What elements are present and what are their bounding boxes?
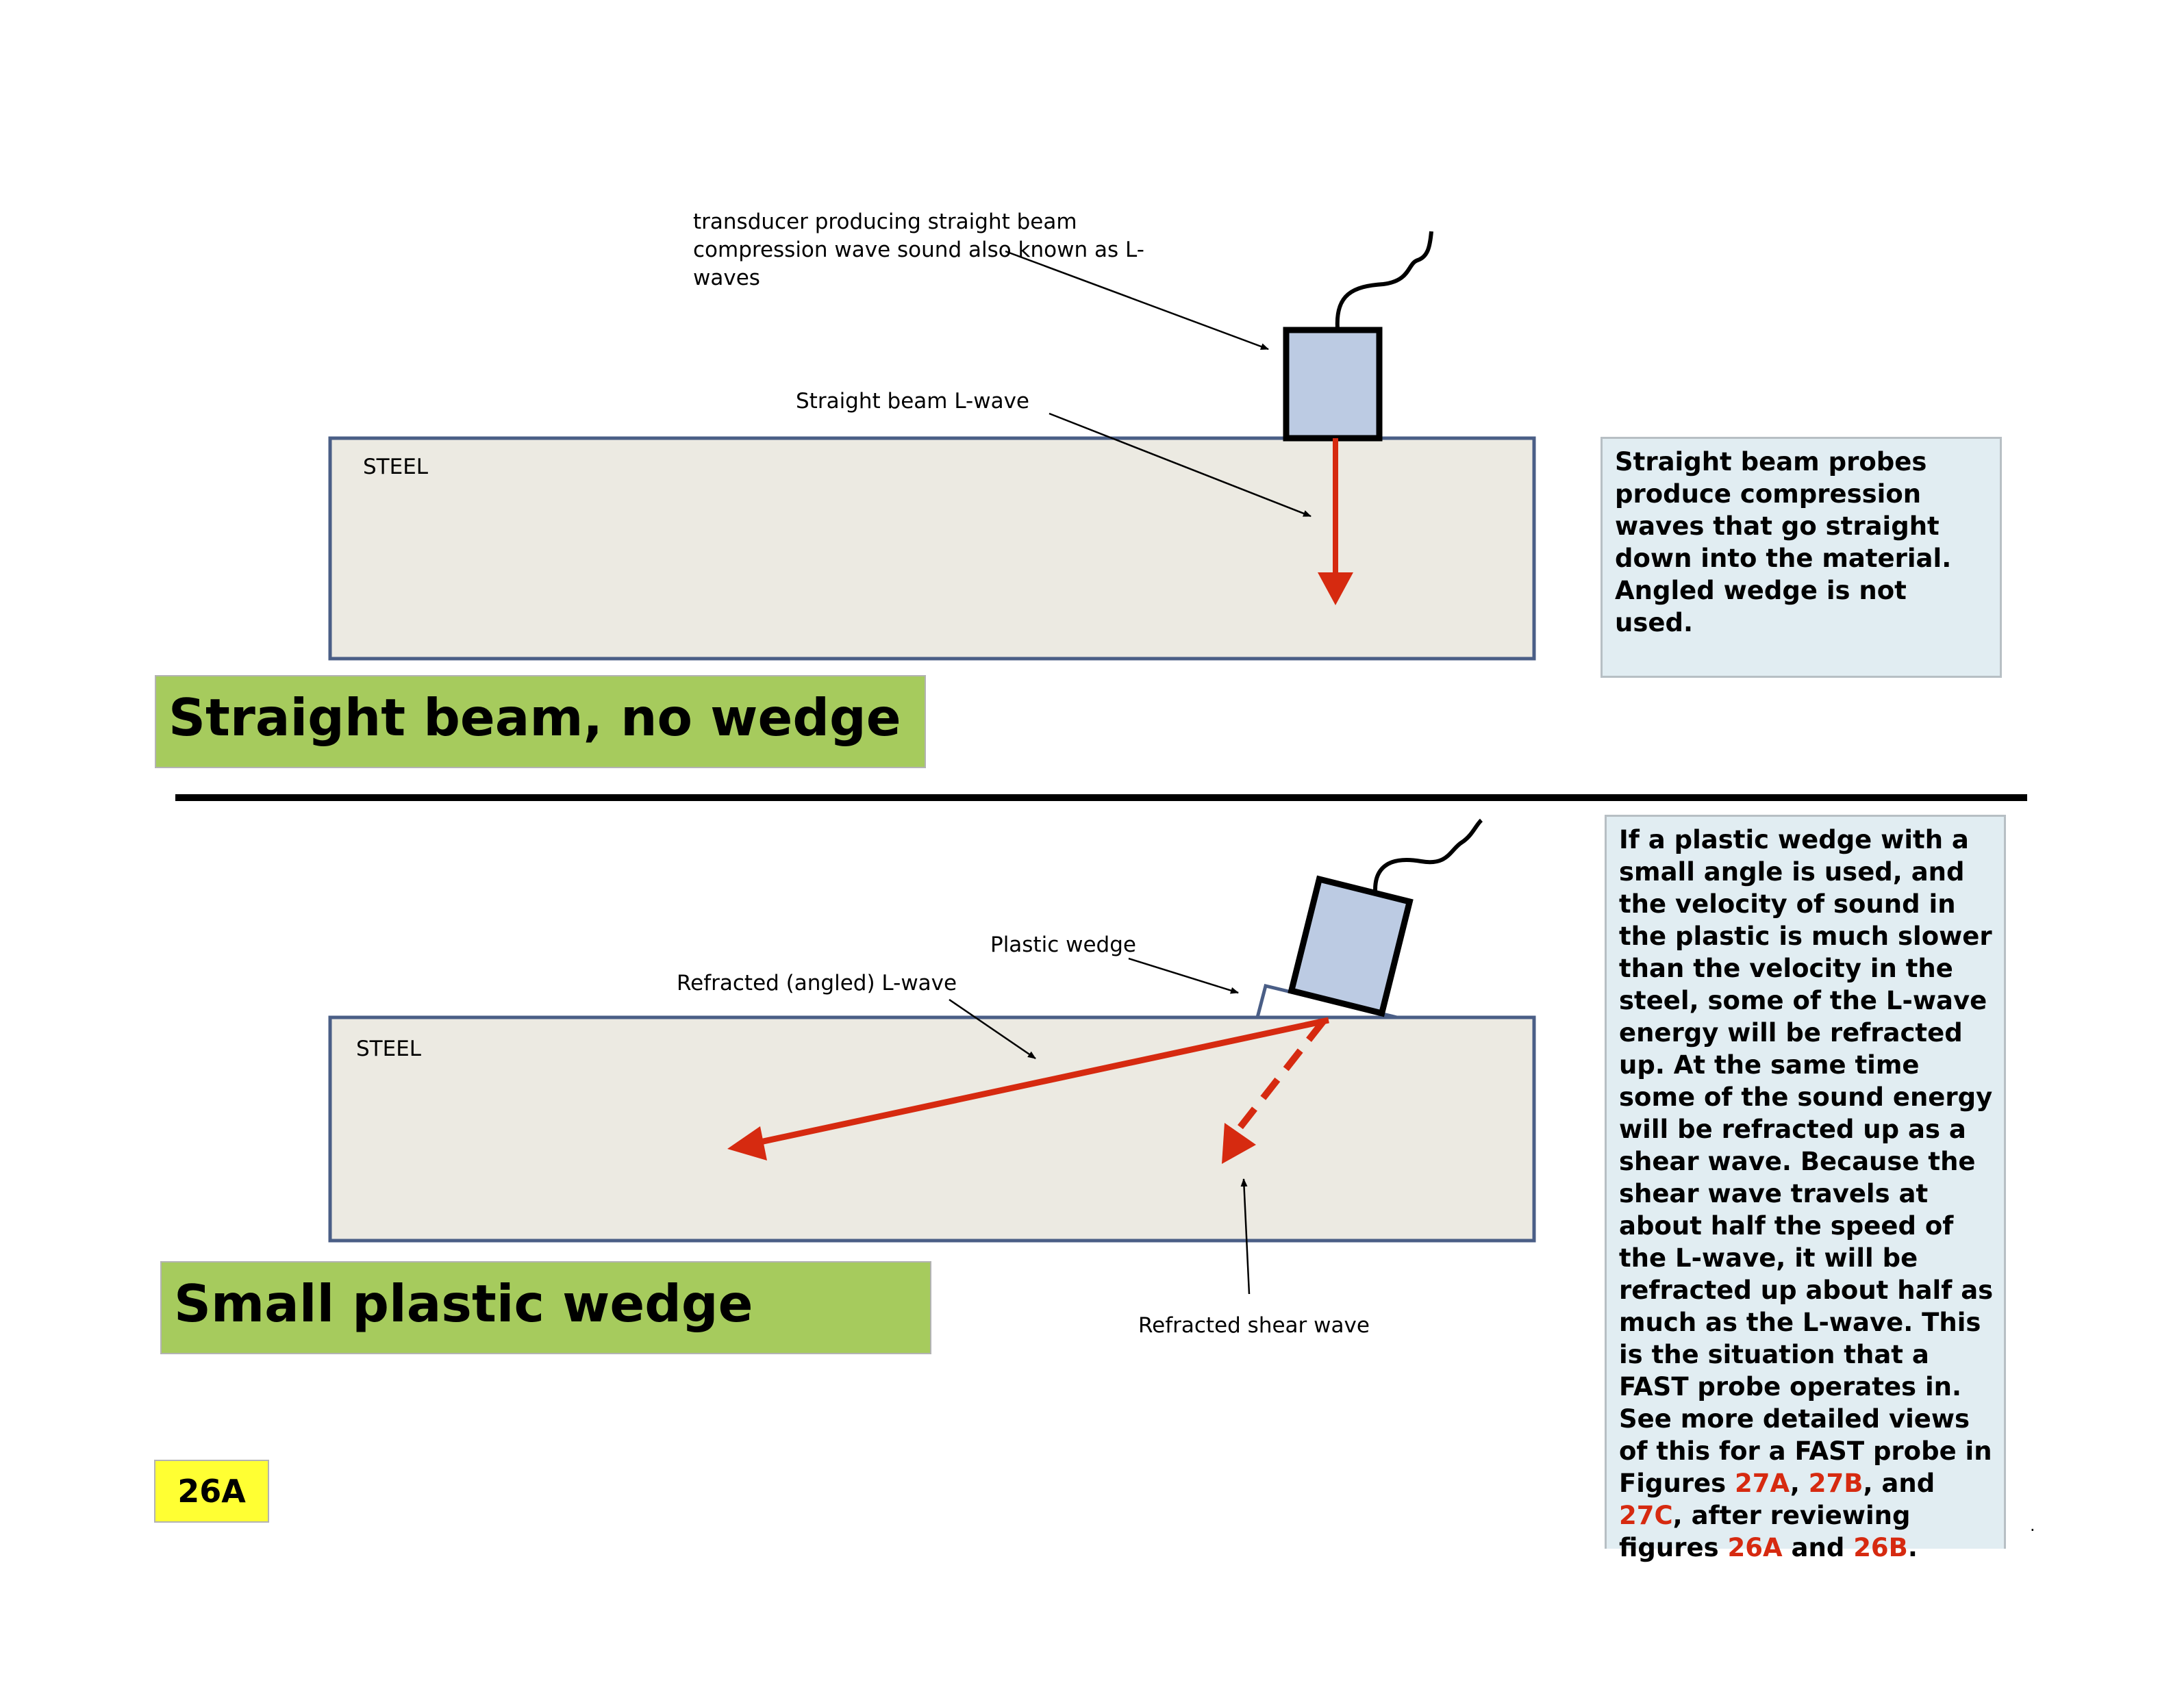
transducer-top	[1283, 327, 1383, 442]
note-sep1: ,	[1790, 1469, 1809, 1498]
shear-leader-line	[1240, 1178, 1251, 1295]
trailing-mark: .	[2030, 1516, 2035, 1535]
steel-label-top: STEEL	[363, 455, 429, 479]
ref-27a: 27A	[1735, 1469, 1790, 1498]
ref-27c: 27C	[1619, 1501, 1673, 1530]
steel-block-bottom	[328, 1015, 1536, 1243]
title-straight-beam-text: Straight beam, no wedge	[168, 687, 901, 748]
steel-block-top	[328, 436, 1536, 661]
note-straight-beam: Straight beam probes produce compression…	[1601, 437, 2002, 678]
refracted-shear-label: Refracted shear wave	[1138, 1313, 1370, 1338]
transducer-leader-line	[1005, 250, 1269, 351]
title-small-wedge: Small plastic wedge	[160, 1261, 931, 1354]
section-divider	[175, 794, 2027, 801]
refracted-lwave-arrowhead	[727, 1126, 767, 1160]
note-text-part2: , after reviewing figures	[1619, 1501, 1911, 1562]
note-sep2: , and	[1863, 1469, 1935, 1498]
transducer-bottom	[1288, 875, 1414, 1017]
straight-lwave-label: Straight beam L-wave	[796, 389, 1029, 414]
ref-27b: 27B	[1808, 1469, 1863, 1498]
refracted-lwave-arrow	[760, 1017, 1329, 1145]
plastic-wedge-label: Plastic wedge	[990, 933, 1136, 957]
refracted-shear-arrow	[1235, 1019, 1326, 1132]
ref-26b: 26B	[1853, 1533, 1908, 1562]
refracted-shear-arrowhead	[1222, 1123, 1256, 1164]
lwave-leader-line	[1049, 412, 1311, 518]
note-straight-beam-text: Straight beam probes produce compression…	[1615, 447, 1952, 637]
refracted-lwave-label: Refracted (angled) L-wave	[677, 971, 957, 995]
note-text-part1: If a plastic wedge with a small angle is…	[1619, 825, 1994, 1498]
transducer-cable-bottom	[1373, 818, 1483, 903]
figure-number-tag: 26A	[154, 1460, 269, 1523]
note-end: .	[1907, 1533, 1918, 1562]
straight-lwave-arrowhead	[1318, 572, 1353, 605]
note-small-wedge: If a plastic wedge with a small angle is…	[1605, 815, 2006, 1562]
title-straight-beam: Straight beam, no wedge	[155, 675, 926, 768]
steel-label-bottom: STEEL	[356, 1037, 422, 1061]
note-sep3: and	[1782, 1533, 1854, 1562]
transducer-label: transducer producing straight beam compr…	[693, 210, 1144, 290]
refracted-lwave-leader-line	[949, 998, 1036, 1060]
ref-26a: 26A	[1727, 1533, 1783, 1562]
title-small-wedge-text: Small plastic wedge	[174, 1273, 753, 1334]
wedge-leader-line	[1128, 957, 1239, 994]
transducer-cable-top	[1335, 231, 1433, 329]
